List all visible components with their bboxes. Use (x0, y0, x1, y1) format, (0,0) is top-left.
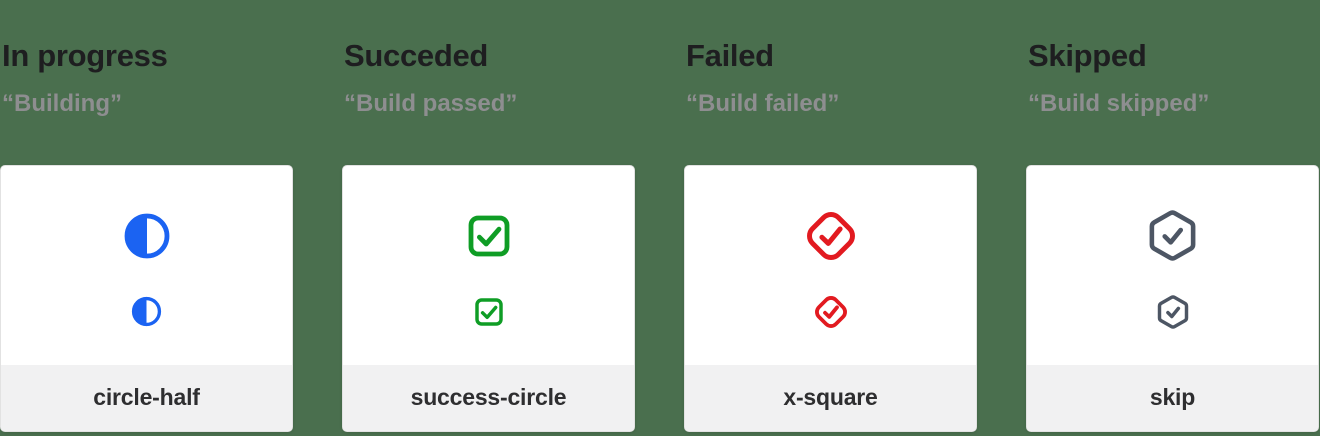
icon-slot-large (802, 207, 860, 265)
column-in-progress: In progress “Building” circle- (0, 0, 293, 436)
icon-slot-large (123, 207, 171, 265)
card-body (685, 166, 976, 331)
card-body (1, 166, 292, 331)
column-succeded: Succeded “Build passed” succes (342, 0, 635, 436)
column-heading: Succeded (344, 38, 489, 73)
column-subtitle: “Building” (2, 89, 122, 117)
icon-name-label: skip (1149, 384, 1196, 411)
circle-half-icon (131, 296, 162, 327)
status-card-failed: x-square (684, 164, 977, 432)
icon-slot-large (465, 207, 513, 265)
hexagon-check-icon (1149, 210, 1196, 261)
column-skipped: Skipped “Build skipped” skip (1026, 0, 1319, 436)
column-failed: Failed “Build failed” (684, 0, 977, 436)
column-heading: Skipped (1028, 38, 1147, 73)
column-subtitle: “Build failed” (686, 89, 840, 117)
card-footer: x-square (685, 364, 976, 431)
hexagon-check-icon (1157, 294, 1188, 329)
column-subtitle: “Build skipped” (1028, 89, 1210, 117)
column-subtitle: “Build passed” (344, 89, 518, 117)
icon-name-label: circle-half (93, 384, 200, 411)
icon-name-label: x-square (783, 384, 878, 411)
status-card-succeded: success-circle (342, 164, 635, 432)
check-square-icon (468, 215, 509, 256)
icon-slot-small (131, 293, 162, 331)
card-footer: success-circle (343, 364, 634, 431)
check-square-icon (474, 297, 503, 326)
card-body (343, 166, 634, 331)
status-card-in-progress: circle-half (0, 164, 293, 432)
card-body (1027, 166, 1318, 331)
diamond-check-icon (806, 211, 855, 260)
circle-half-icon (124, 213, 169, 258)
status-card-skipped: skip (1026, 164, 1319, 432)
card-footer: skip (1027, 364, 1318, 431)
icon-slot-small (812, 293, 850, 331)
card-footer: circle-half (1, 364, 292, 431)
diamond-check-icon (814, 295, 847, 328)
icon-slot-small (1155, 293, 1191, 331)
column-heading: In progress (2, 38, 168, 73)
icon-name-label: success-circle (410, 384, 567, 411)
icon-slot-small (473, 293, 505, 331)
icon-slot-large (1145, 207, 1200, 265)
column-heading: Failed (686, 38, 774, 73)
